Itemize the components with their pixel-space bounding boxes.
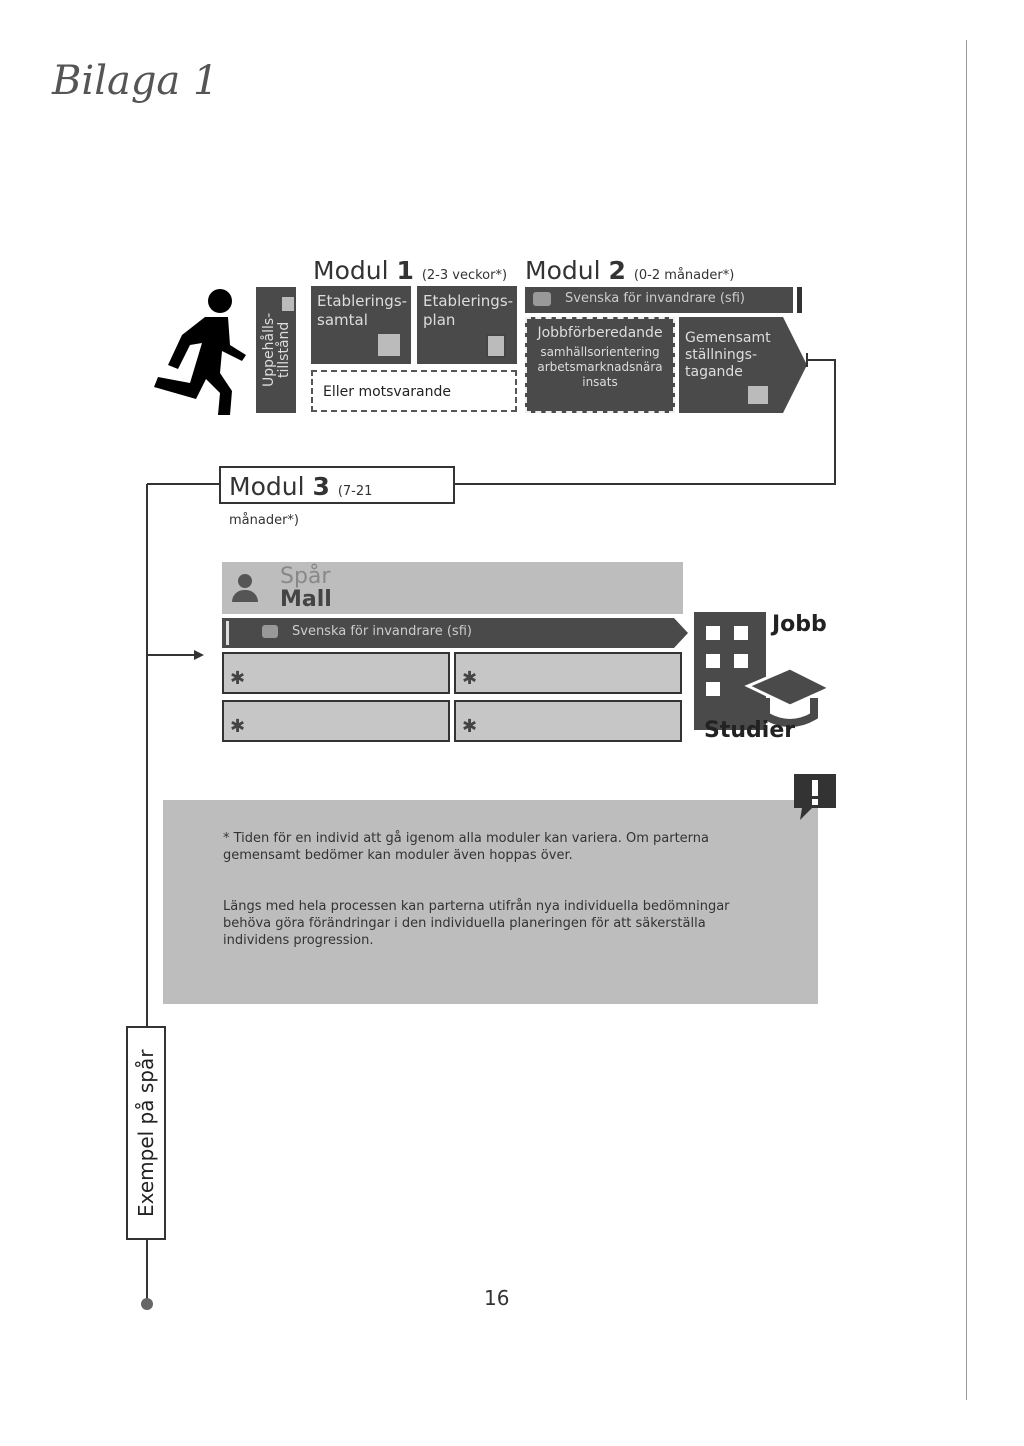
sfi-bar-end (797, 287, 802, 313)
note-paragraph-2: Längs med hela processen kan parterna ut… (223, 899, 730, 948)
timeline-arrow-line (148, 654, 194, 656)
outcome-studies: Studier (704, 718, 796, 743)
document-icon (486, 334, 506, 358)
module2-sfi-label: Svenska för invandrare (sfi) (565, 291, 745, 306)
track-sfi-arrow (222, 618, 688, 648)
timeline-line (146, 484, 148, 1302)
job-preparation-title: Jobbförberedande (537, 325, 663, 341)
track-cell-1: ✱ (222, 652, 450, 694)
track-sfi-label: Svenska för invandrare (sfi) (292, 624, 472, 639)
exclamation-icon (794, 774, 836, 820)
note-paragraph-1: * Tiden för en individ att gå igenom all… (223, 831, 710, 863)
alternative-box: Eller motsvarande (311, 370, 517, 412)
alternative-label: Eller motsvarande (323, 384, 452, 400)
joint-decision-label: Gemensamt ställnings- tagande (685, 330, 771, 380)
module1-prefix: Modul (313, 256, 389, 285)
module3-title: Modul 3 (7-21 månader*) (219, 466, 455, 528)
outcome-job: Jobb (772, 612, 827, 637)
building-graduation-icon (694, 612, 830, 730)
track-cell-3: ✱ (222, 700, 450, 742)
module2-duration: (0-2 månader*) (633, 268, 735, 283)
module2-number: 2 (608, 256, 626, 285)
notes-box: * Tiden för en individ att gå igenom all… (163, 800, 818, 1004)
connector-tick (806, 353, 808, 367)
module2-title: Modul 2 (0-2 månader*) (525, 256, 734, 285)
connector-left (147, 483, 219, 485)
connector-right (808, 359, 836, 361)
puzzle-icon: ✱ (462, 668, 478, 689)
timeline-arrow-head (194, 650, 204, 660)
module3-prefix: Modul (229, 472, 305, 501)
module1-title: Modul 1 (2-3 veckor*) (313, 256, 507, 285)
track-cell-2: ✱ (454, 652, 682, 694)
track-cell-4: ✱ (454, 700, 682, 742)
id-card-icon (282, 297, 294, 311)
track-speech-icon (262, 625, 278, 638)
module2-sfi-bar: Svenska för invandrare (sfi) (525, 287, 793, 313)
puzzle-icon: ✱ (230, 668, 246, 689)
running-person-icon (154, 289, 246, 415)
briefcase-check-icon (748, 386, 768, 404)
connector-back (455, 483, 836, 485)
timeline-end-dot (141, 1298, 153, 1310)
track-examples-sidebar: Exempel på spår (126, 1026, 166, 1240)
module2-prefix: Modul (525, 256, 601, 285)
person-edit-icon (232, 574, 262, 608)
residence-permit-box: Uppehålls- tillstånd (256, 287, 296, 413)
puzzle-icon: ✱ (230, 716, 246, 737)
track-title-line2: Mall (280, 587, 332, 612)
puzzle-icon: ✱ (462, 716, 478, 737)
track-title-line1: Spår (280, 564, 331, 589)
connector-down (834, 359, 836, 485)
module1-number: 1 (396, 256, 414, 285)
job-preparation-items: samhällsorientering arbetsmarknadsnära i… (537, 345, 663, 389)
module3-duration: (7-21 månader*) (229, 484, 373, 528)
speech-icon (533, 292, 551, 306)
track-header: Spår Mall (222, 562, 683, 614)
page-border-line (966, 40, 967, 1400)
handwritten-title: Bilaga 1 (52, 58, 219, 104)
module3-number: 3 (312, 472, 330, 501)
joint-decision-arrow (679, 317, 807, 413)
establishment-talk-box: Etablerings- samtal (311, 286, 411, 364)
track-examples-label: Exempel på spår (134, 1049, 158, 1217)
conversation-icon (378, 334, 400, 356)
page-number: 16 (484, 1286, 510, 1310)
job-preparation-box: Jobbförberedande samhällsorientering arb… (525, 317, 675, 413)
module1-duration: (2-3 veckor*) (421, 268, 508, 283)
